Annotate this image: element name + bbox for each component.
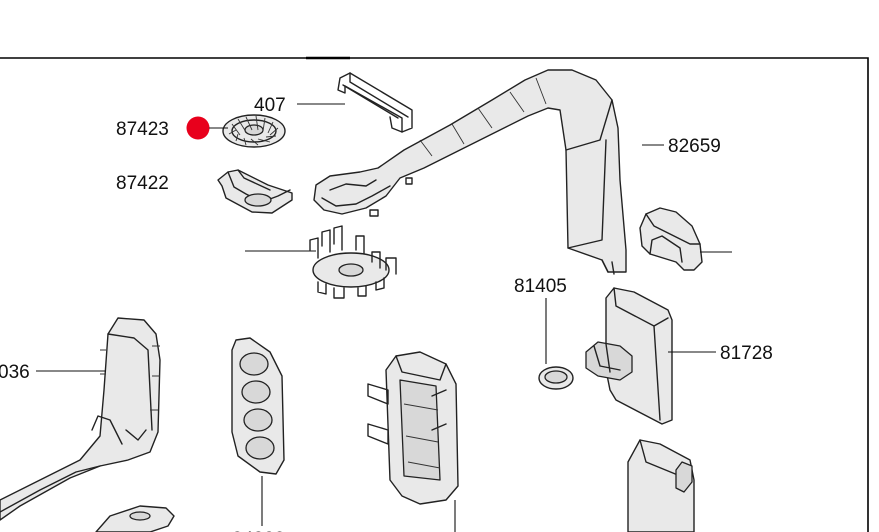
label-81728[interactable]: 81728 bbox=[720, 343, 773, 364]
part-81728-connector[interactable] bbox=[585, 287, 673, 425]
highlight-marker[interactable] bbox=[186, 116, 210, 140]
part-holder-frame[interactable] bbox=[367, 351, 459, 505]
label-87422[interactable]: 87422 bbox=[116, 173, 169, 194]
part-81405-grommet[interactable] bbox=[538, 366, 574, 390]
label-87423[interactable]: 87423 bbox=[116, 119, 169, 140]
label-82659[interactable]: 82659 bbox=[668, 136, 721, 157]
part-036-handle[interactable] bbox=[0, 317, 161, 521]
label-81405[interactable]: 81405 bbox=[514, 276, 567, 297]
part-407-bracket[interactable] bbox=[337, 72, 413, 133]
diagram-frame bbox=[0, 57, 869, 532]
label-407[interactable]: 407 bbox=[254, 95, 286, 116]
part-bottom-connector[interactable] bbox=[627, 439, 695, 532]
part-end-cap[interactable] bbox=[639, 207, 703, 271]
part-gasket[interactable] bbox=[231, 337, 285, 475]
part-87422-holder[interactable] bbox=[217, 169, 293, 214]
part-heatsink[interactable] bbox=[309, 225, 397, 299]
part-82659-tube[interactable] bbox=[313, 69, 627, 275]
label-036[interactable]: 036 bbox=[0, 362, 30, 383]
part-87423-fan[interactable] bbox=[222, 114, 286, 148]
part-button-strip[interactable] bbox=[95, 505, 175, 532]
label-bottom[interactable]: 84022 bbox=[232, 529, 285, 532]
